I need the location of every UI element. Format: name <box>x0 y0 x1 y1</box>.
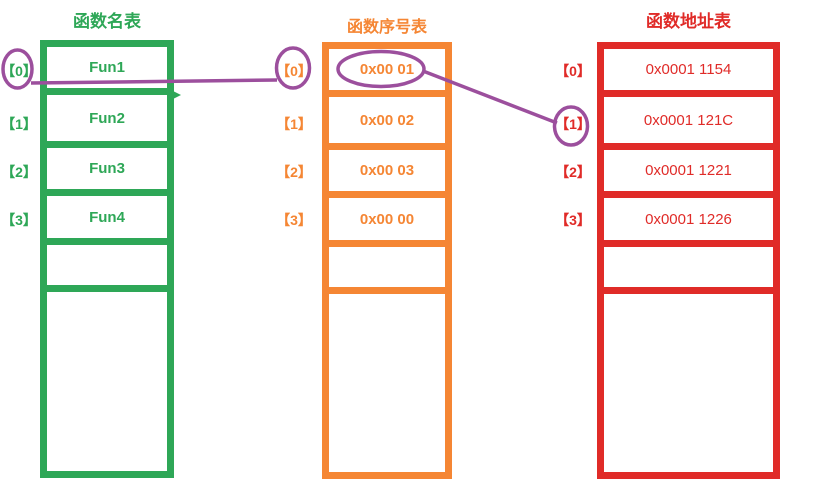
ordinal-table-cell-0: 0x00 01 <box>329 49 445 97</box>
address-table-index-3: 【3】 <box>555 212 591 228</box>
address-table-cell-2: 0x0001 1221 <box>604 150 773 198</box>
function-name-table: Fun1 Fun2 Fun3 Fun4 <box>40 40 174 478</box>
name-table-index-3: 【3】 <box>1 212 37 228</box>
ordinal-table-cell-empty-tall <box>329 294 445 472</box>
ordinal-table-index-3: 【3】 <box>276 212 312 228</box>
function-ordinal-table: 0x00 01 0x00 02 0x00 03 0x00 00 <box>322 42 452 479</box>
function-address-table: 0x0001 1154 0x0001 121C 0x0001 1221 0x00… <box>597 42 780 479</box>
name-table-index-2: 【2】 <box>1 164 37 180</box>
address-table-cell-empty-tall <box>604 294 773 472</box>
table-title-function-names: 函数名表 <box>73 12 141 31</box>
name-table-cell-0: Fun1 <box>47 47 167 95</box>
name-table-cell-empty <box>47 245 167 292</box>
ordinal-table-cell-3: 0x00 00 <box>329 198 445 247</box>
address-table-index-2: 【2】 <box>555 164 591 180</box>
ordinal-table-index-0: 【0】 <box>276 63 312 79</box>
name-table-cell-2: Fun3 <box>47 148 167 196</box>
name-table-cell-3: Fun4 <box>47 196 167 245</box>
table-title-function-addresses: 函数地址表 <box>646 12 731 31</box>
address-table-cell-1: 0x0001 121C <box>604 97 773 150</box>
ordinal-table-index-1: 【1】 <box>276 116 312 132</box>
address-table-cell-empty <box>604 247 773 294</box>
address-table-index-1: 【1】 <box>555 116 591 132</box>
ordinal-table-cell-1: 0x00 02 <box>329 97 445 150</box>
ordinal-table-cell-2: 0x00 03 <box>329 150 445 198</box>
address-table-cell-0: 0x0001 1154 <box>604 49 773 97</box>
ordinal-table-cell-empty <box>329 247 445 294</box>
table-title-function-ordinals: 函数序号表 <box>346 19 427 36</box>
name-table-cell-1: Fun2 <box>47 95 167 148</box>
name-table-cell-empty-tall <box>47 292 167 471</box>
name-table-index-1: 【1】 <box>1 116 37 132</box>
ordinal-table-index-2: 【2】 <box>276 164 312 180</box>
name-table-index-0: 【0】 <box>1 63 37 79</box>
address-table-cell-3: 0x0001 1226 <box>604 198 773 247</box>
address-table-index-0: 【0】 <box>555 63 591 79</box>
